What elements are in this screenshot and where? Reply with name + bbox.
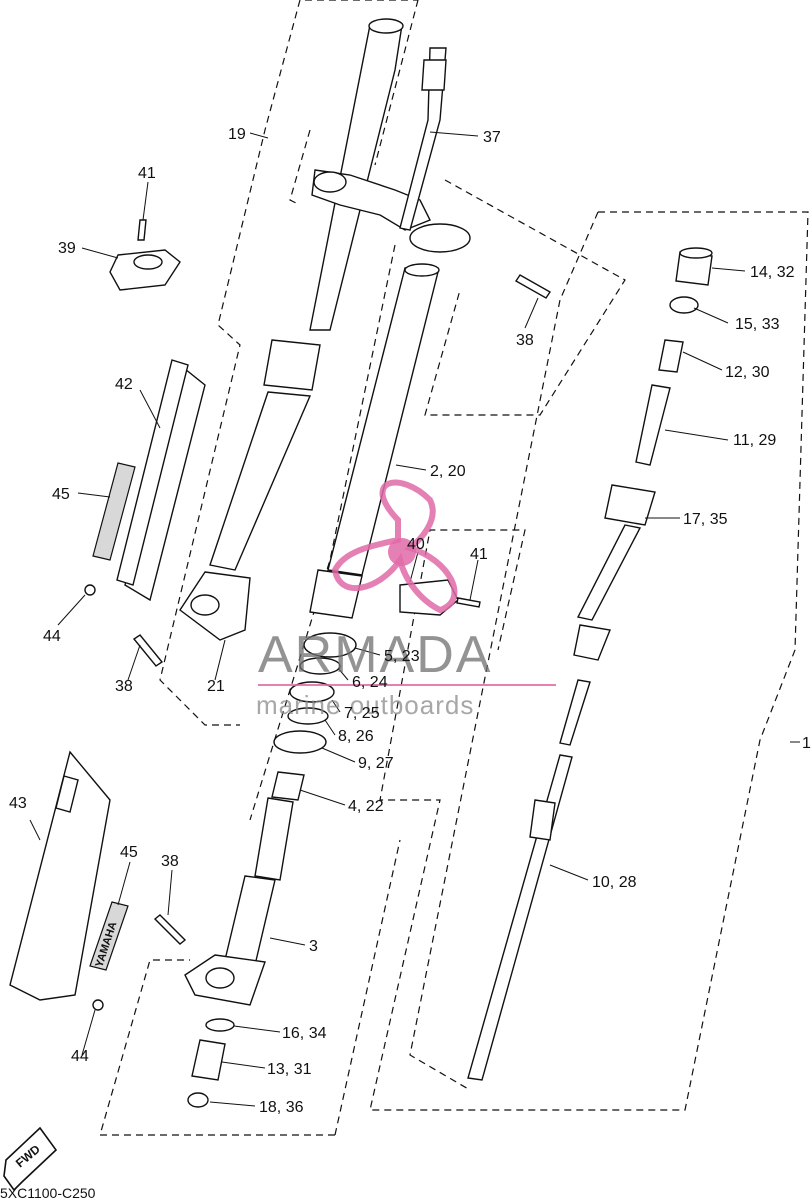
callout-38-left: 38	[115, 678, 133, 695]
callout-10-28: 10, 28	[592, 874, 637, 891]
clamp-39	[109, 249, 181, 291]
callout-16-34: 16, 34	[282, 1025, 327, 1042]
callout-9-27: 9, 27	[358, 755, 394, 772]
propeller-icon	[331, 479, 458, 614]
callout-4-22: 4, 22	[348, 798, 384, 815]
callout-12-30: 12, 30	[725, 364, 770, 381]
guard-42	[116, 359, 206, 602]
callout-1: 1	[802, 735, 811, 752]
callout-7-25: 7, 25	[344, 705, 380, 722]
callout-45-top: 45	[52, 486, 70, 503]
callout-2-20: 2, 20	[430, 463, 466, 480]
leader-lines	[29, 131, 800, 1107]
fwd-arrow-icon: FWD	[3, 1126, 58, 1192]
lower-small-parts	[187, 1018, 235, 1108]
callout-41-top: 41	[138, 165, 156, 182]
callout-43: 43	[9, 795, 27, 812]
inner-tube-2-20	[309, 263, 440, 619]
callout-labels: 19 37 41 39 14, 32 15, 33 38 12, 30 42 1…	[9, 126, 811, 1116]
bolts	[84, 219, 551, 1011]
callout-6-24: 6, 24	[352, 674, 388, 691]
callout-44-top: 44	[43, 628, 61, 645]
decal-45-top	[92, 462, 136, 561]
watermark-subtitle: marine outboards	[256, 690, 474, 720]
callout-18-36: 18, 36	[259, 1099, 304, 1116]
callout-40: 40	[407, 536, 425, 553]
callout-17-35: 17, 35	[683, 511, 728, 528]
callout-45-bottom: 45	[120, 844, 138, 861]
callout-14-32: 14, 32	[750, 264, 795, 281]
callout-3: 3	[309, 938, 318, 955]
callout-37: 37	[483, 129, 501, 146]
diagram-code: 5XC1100-C250	[0, 1185, 96, 1200]
callout-19: 19	[228, 126, 246, 143]
callout-39: 39	[58, 240, 76, 257]
outer-tube-3	[184, 797, 294, 1006]
callout-38-top: 38	[516, 332, 534, 349]
callout-8-26: 8, 26	[338, 728, 374, 745]
steering-stem	[399, 47, 447, 231]
callout-41-mid: 41	[470, 546, 488, 563]
callout-13-31: 13, 31	[267, 1061, 312, 1078]
upper-bracket	[311, 169, 471, 253]
guard-43	[9, 750, 111, 1001]
callout-42: 42	[115, 376, 133, 393]
callout-21: 21	[207, 678, 225, 695]
callout-5-23: 5, 23	[384, 648, 420, 665]
decal-45-bottom	[89, 901, 129, 971]
callout-44-bottom: 44	[71, 1048, 89, 1065]
seals-and-washers	[271, 632, 357, 801]
watermark-title: ARMADA	[258, 626, 492, 684]
callout-11-29: 11, 29	[733, 432, 776, 449]
callout-38-bottom: 38	[161, 853, 179, 870]
left-axle-bracket	[179, 571, 251, 641]
assembly-outlines	[99, 0, 809, 1136]
callout-15-33: 15, 33	[735, 316, 780, 333]
armada-watermark: ARMADA marine outboards	[256, 479, 556, 720]
cartridge-parts	[467, 247, 713, 1081]
